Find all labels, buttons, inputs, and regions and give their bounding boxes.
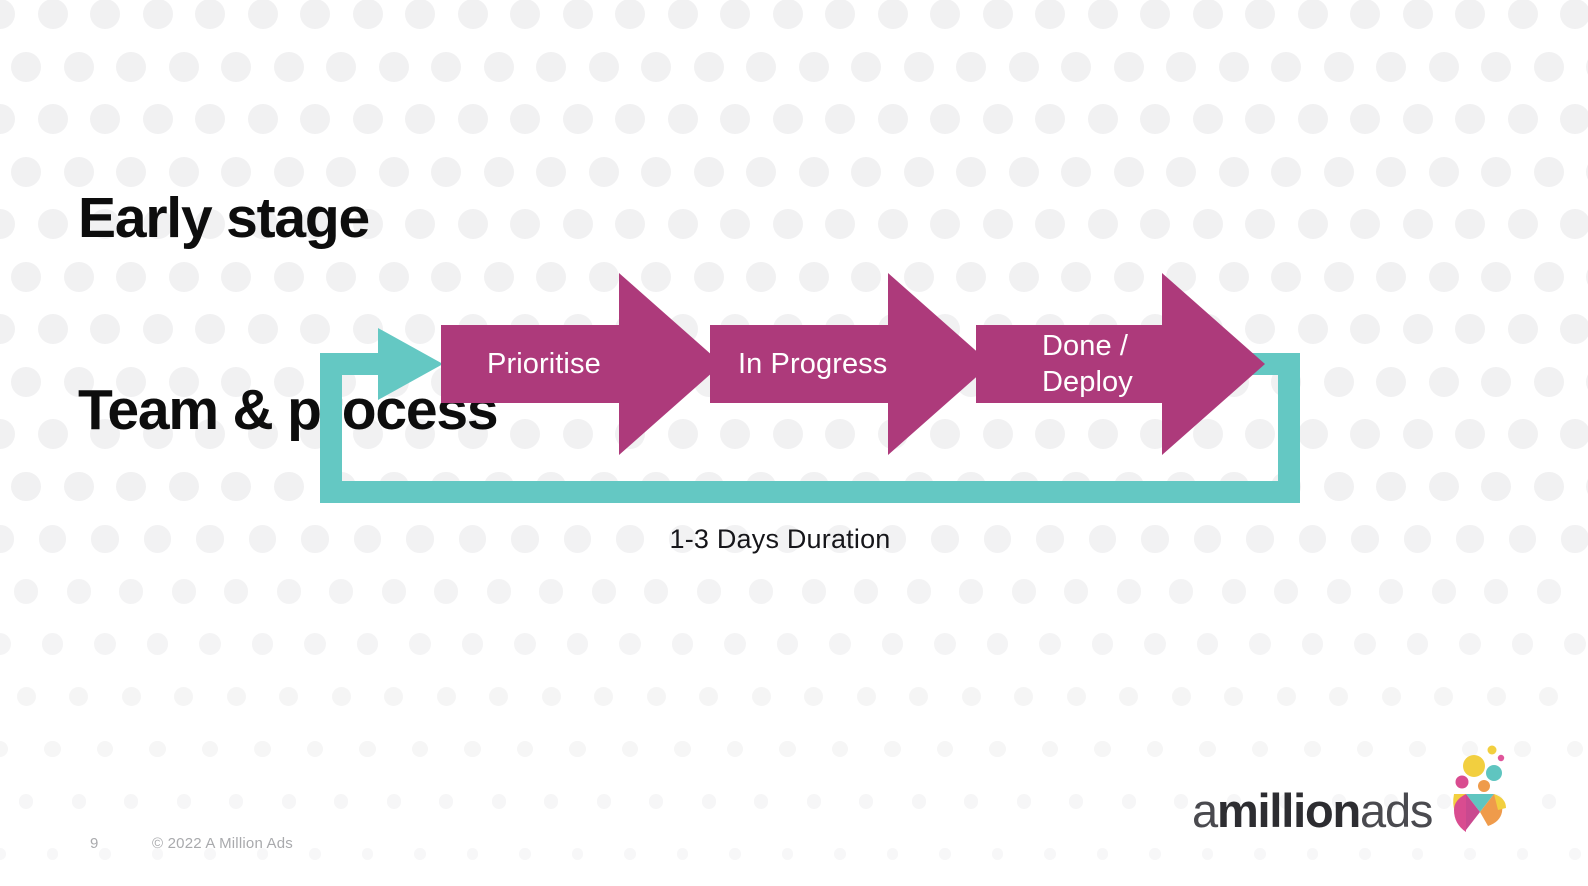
loop-duration-text: 1-3 Days Duration — [669, 524, 891, 554]
logo-text-ads: ads — [1360, 784, 1433, 837]
feedback-loop-arrow — [320, 328, 1300, 503]
page-number: 9 — [90, 835, 99, 852]
logo-wordmark: amillionads — [1192, 783, 1433, 838]
logo-text-million: million — [1216, 784, 1361, 837]
logo-megaphone-icon — [1453, 745, 1506, 832]
copyright-notice: © 2022 A Million Ads — [152, 835, 293, 852]
process-step-done-deploy[interactable] — [976, 273, 1265, 455]
title-line-1: Early stage — [78, 186, 370, 250]
process-step-prioritise[interactable] — [441, 273, 722, 455]
process-step-in-progress[interactable] — [710, 273, 991, 455]
loop-duration-caption: 1-3 Days Duration — [0, 524, 1588, 555]
amillionads-logo: amillionads — [1192, 740, 1512, 840]
logo-text-a: a — [1192, 784, 1218, 837]
